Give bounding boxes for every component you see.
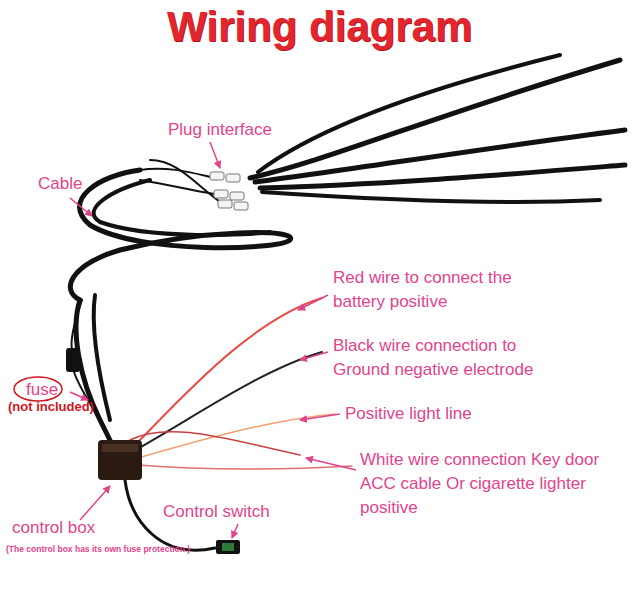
wire-label: White wire connection Key door ACC cable… <box>360 448 622 519</box>
note-text: (not included) <box>8 398 94 416</box>
diagram-title: Wiring diagram <box>167 4 472 50</box>
part-label: Cable <box>38 172 82 196</box>
wire-label: Black wire connection to Ground negative… <box>333 334 565 382</box>
wire-label: Positive light line <box>345 402 472 426</box>
part-label: control box <box>12 516 95 540</box>
part-label: Plug interface <box>168 118 272 142</box>
note-text: (The control box has its own fuse protec… <box>6 544 190 556</box>
part-label: Control switch <box>163 500 270 524</box>
part-label: fuse <box>26 378 58 402</box>
wire-label: Red wire to connect the battery positive <box>333 266 553 314</box>
